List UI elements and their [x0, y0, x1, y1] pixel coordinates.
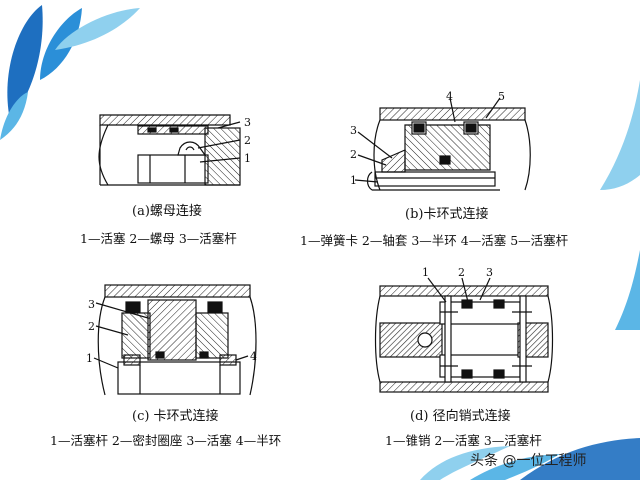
- label-a-1: 1: [244, 152, 251, 165]
- legend-a: 1—活塞 2—螺母 3—活塞杆: [80, 231, 237, 246]
- caption-d: (d) 径向销式连接: [410, 409, 511, 424]
- label-b-3: 3: [350, 124, 357, 137]
- decor-leaves-right: [600, 80, 640, 330]
- label-b-4: 4: [446, 90, 453, 103]
- decor-leaves-top-left: [0, 5, 140, 140]
- label-c-2: 2: [88, 320, 95, 333]
- label-b-5: 5: [498, 90, 505, 103]
- decor-leaves-bottom-right: [420, 438, 640, 480]
- legend-b: 1—弹簧卡 2—轴套 3—半环 4—活塞 5—活塞杆: [300, 233, 569, 248]
- caption-c: (c) 卡环式连接: [132, 409, 219, 424]
- panel-c-drawing: [93, 284, 257, 396]
- watermark-text: 头条 @一位工程师: [470, 453, 587, 469]
- label-a-2: 2: [244, 134, 251, 147]
- label-c-3: 3: [88, 298, 95, 311]
- label-a-3: 3: [244, 116, 251, 129]
- label-c-1: 1: [86, 352, 93, 365]
- label-c-4: 4: [250, 350, 257, 363]
- panel-b-drawing: [354, 97, 531, 191]
- label-d-1: 1: [422, 266, 429, 279]
- panel-d-drawing: [374, 277, 554, 393]
- caption-b: (b)卡环式连接: [405, 207, 489, 222]
- legend-d: 1—锥销 2—活塞 3—活塞杆: [385, 433, 542, 448]
- caption-a: (a)螺母连接: [132, 204, 202, 219]
- label-b-2: 2: [350, 148, 357, 161]
- panel-a-drawing: [98, 114, 241, 186]
- label-d-3: 3: [486, 266, 493, 279]
- legend-c: 1—活塞杆 2—密封圈座 3—活塞 4—半环: [50, 433, 282, 448]
- label-d-2: 2: [458, 266, 465, 279]
- label-b-1: 1: [350, 174, 357, 187]
